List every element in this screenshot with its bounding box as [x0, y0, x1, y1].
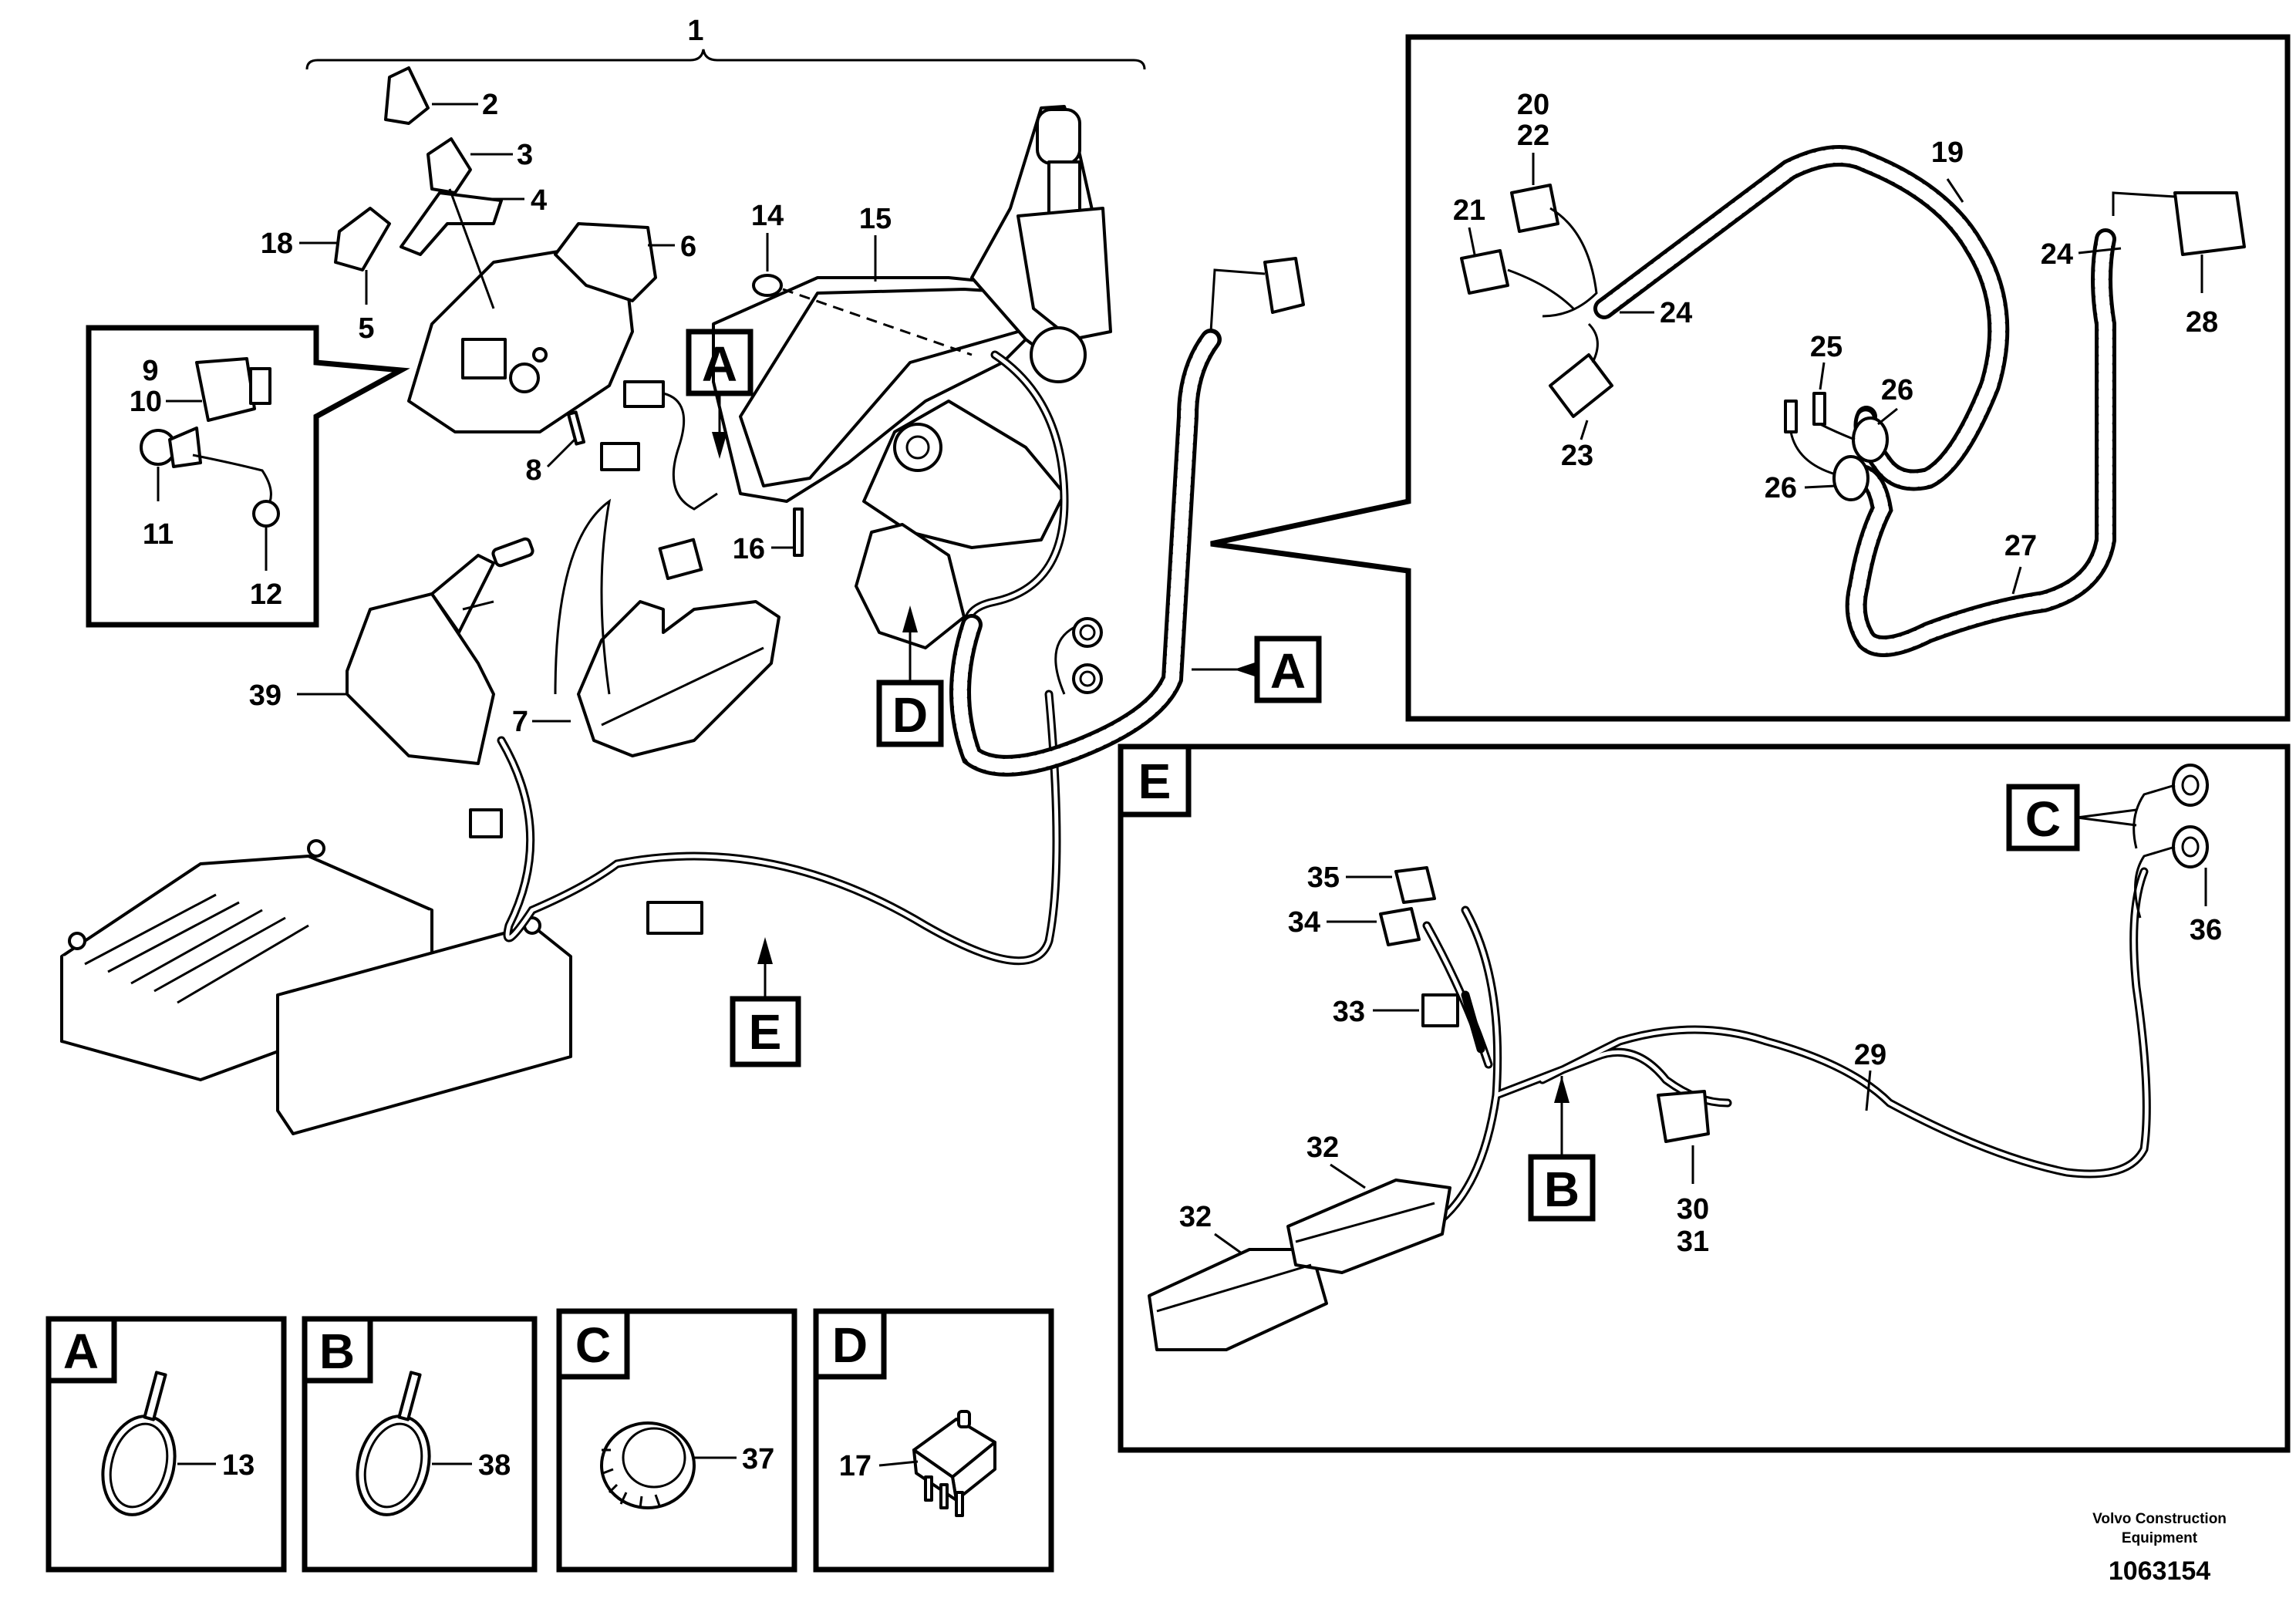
label-b-frame: B [1528, 1076, 1596, 1222]
callout-1: 1 [687, 15, 703, 47]
callout-19: 19 [1931, 137, 1964, 169]
footer-company-line1: Volvo Construction [2092, 1511, 2227, 1527]
callout-9: 9 [142, 355, 158, 387]
inset-9-12 [86, 325, 410, 628]
detail-box-b [302, 1316, 538, 1573]
callout-24: 24 [1660, 297, 1692, 329]
label-e-main: E [730, 937, 801, 1067]
detail-label-e: E [749, 1004, 782, 1060]
label-box-a: A [46, 1316, 117, 1384]
callout-38: 38 [478, 1449, 511, 1482]
detail-box-c [556, 1308, 797, 1573]
callout-37: 37 [742, 1443, 774, 1475]
callout-33: 33 [1333, 996, 1365, 1028]
callout-5: 5 [358, 312, 374, 345]
callout-18: 18 [261, 228, 293, 260]
label-box-c: C [556, 1308, 630, 1380]
callout-35: 35 [1307, 862, 1340, 894]
control-panel-assembly [712, 105, 1112, 649]
callout-24-right: 24 [2041, 238, 2073, 271]
detail-label-c: C [2025, 791, 2061, 847]
footer-company-line2: Equipment [2122, 1530, 2198, 1546]
callout-21: 21 [1453, 194, 1485, 227]
inset-19-28 [1210, 34, 2291, 722]
callout-23: 23 [1561, 440, 1593, 472]
callout-10: 10 [130, 386, 162, 418]
callout-7: 7 [512, 706, 528, 738]
harness-main [469, 617, 1103, 966]
callout-13: 13 [222, 1449, 255, 1482]
callout-26: 26 [1881, 374, 1913, 406]
label-a-top: A [686, 329, 754, 459]
callout-26-b: 26 [1765, 472, 1797, 504]
detail-box-a [46, 1316, 287, 1573]
detail-label-d-box: D [832, 1317, 868, 1373]
callout-12: 12 [250, 578, 282, 611]
callout-39: 39 [249, 679, 282, 712]
detail-label-c-box: C [575, 1317, 611, 1373]
callout-29: 29 [1854, 1039, 1886, 1071]
detail-e-frame [1118, 744, 2291, 1453]
callout-8: 8 [525, 454, 541, 487]
callout-16: 16 [733, 533, 765, 565]
callout-34: 34 [1288, 906, 1320, 939]
detail-label-e-2: E [1138, 754, 1172, 809]
callout-20: 20 [1517, 89, 1549, 121]
label-d-main: D [876, 605, 944, 747]
switch-panel [334, 66, 718, 581]
label-box-d: D [813, 1308, 887, 1380]
callout-3: 3 [517, 139, 533, 171]
callout-15: 15 [859, 203, 892, 235]
callouts: 2 3 4 5 6 7 8 9 10 11 12 13 14 15 16 17 … [130, 89, 2222, 1482]
detail-label-d: D [892, 687, 928, 743]
label-box-b: B [302, 1316, 373, 1384]
detail-label-a: A [702, 336, 737, 392]
label-c-frame: C [2006, 784, 2137, 851]
coiled-cable-main [949, 257, 1305, 777]
detail-label-a-2: A [1270, 643, 1306, 699]
detail-label-b: B [1544, 1162, 1580, 1217]
ecu-39 [346, 537, 534, 765]
detail-box-d [813, 1308, 1054, 1573]
callout-14: 14 [751, 200, 784, 232]
label-a-right: A [1192, 636, 1322, 703]
callout-22: 22 [1517, 120, 1549, 152]
callout-32-b: 32 [1179, 1201, 1212, 1233]
callout-11: 11 [143, 518, 174, 551]
callout-28: 28 [2186, 306, 2218, 339]
controller-box [60, 839, 572, 1135]
cover-panel-7 [554, 498, 781, 757]
callout-27: 27 [2004, 530, 2037, 562]
footer: Volvo Construction Equipment 1063154 [2092, 1511, 2227, 1586]
callout-30: 30 [1677, 1193, 1709, 1226]
callout-32: 32 [1306, 1131, 1339, 1164]
detail-label-a-box: A [63, 1324, 99, 1379]
callout-6: 6 [680, 231, 696, 263]
detail-label-b-box: B [319, 1324, 355, 1379]
callout-4: 4 [531, 184, 547, 217]
bracket-1: 1 [305, 15, 1146, 70]
callout-2: 2 [482, 89, 498, 121]
label-e-frame: E [1118, 744, 1192, 818]
callout-25: 25 [1810, 331, 1843, 363]
callout-31: 31 [1677, 1226, 1709, 1258]
callout-36: 36 [2190, 914, 2222, 946]
document-number: 1063154 [2109, 1556, 2210, 1586]
callout-17: 17 [839, 1450, 872, 1482]
